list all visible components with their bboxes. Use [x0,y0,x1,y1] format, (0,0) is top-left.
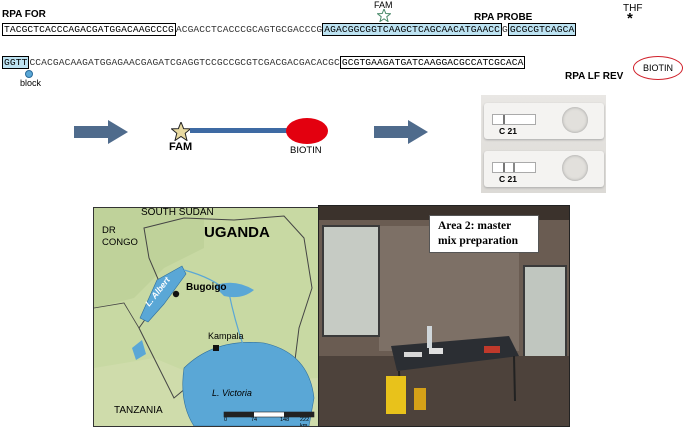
fam-star-icon [377,9,391,22]
strip-label-2: C 21 [499,174,517,184]
control-line-1 [503,115,505,124]
map-label-tanzania: TANZANIA [114,405,163,416]
block-label: block [20,78,42,88]
control-line-2 [503,163,505,172]
biotin-label-diagram: BIOTIN [290,145,322,156]
fam-label-diagram: FAM [169,141,193,153]
map-label-uganda: UGANDA [204,224,270,241]
room-graphic [319,206,569,426]
caption-line-2: mix preparation [438,235,518,247]
biotin-ellipse [286,118,328,144]
scale-tick-0: 0 [224,417,228,423]
uganda-map: SOUTH SUDAN UGANDA DR CONGO Bugoigo Kamp… [93,207,320,427]
map-label-kampala: Kampala [208,331,244,341]
arrow-right-icon-1 [74,120,128,144]
probe-seq: AGACGGCGGTCAAGCTCAGCAACATGAACC [322,23,503,36]
sample-well-1 [562,107,588,133]
map-label-dr: DR [102,225,116,236]
intervening-seq-1: ACGACCTCACCCGCAGTGCGACCCG [175,24,323,35]
strip-window-1 [492,114,536,125]
map-label-south-sudan: SOUTH SUDAN [141,207,214,218]
probe-seq-end: GCGCGTCAGCA [507,23,577,36]
thf-star-mark: * [627,10,633,27]
strip-window-2 [492,162,536,173]
biotin-oval-label: BIOTIN [642,63,673,73]
map-label-bugoigo: Bugoigo [186,282,227,293]
rpa-probe-label: RPA PROBE [474,12,533,23]
rpa-lf-rev-label: RPA LF REV [565,71,624,82]
caption-line-1: Area 2: master [438,220,512,232]
thf-base: G [502,24,508,35]
biotin-oval: BIOTIN [633,56,683,80]
scale-tick-3: 222 km [300,417,310,427]
sample-well-2 [562,155,588,181]
map-label-congo: CONGO [102,237,138,248]
scale-tick-2: 148 [280,417,290,423]
lab-room-photo: Area 2: master mix preparation [318,205,570,427]
probe-tail-seq: GGTT [2,56,30,69]
forward-primer-seq: TACGCTCACCCAGACGATGGACAAGCCCG [2,23,176,36]
area-caption-box: Area 2: master mix preparation [429,215,539,253]
map-graphic [94,208,319,426]
arrow-right-icon-2 [374,120,428,144]
probe-line [190,128,290,133]
block-dot [25,70,33,78]
fam-top-label: FAM [374,0,393,10]
scale-tick-1: 74 [251,417,258,423]
fam-star-icon-diagram [171,122,191,141]
reverse-primer-seq: GCGTGAAGATGATCAAGGACGCCATCGCACA [339,56,526,69]
strip-label-1: C 21 [499,126,517,136]
intervening-seq-2: CCACGACAAGATGGAGAACGAGATCGAGGTCCGCCGCGTC… [29,57,340,68]
test-line-2 [513,163,515,172]
map-label-lake-victoria: L. Victoria [212,388,252,398]
thf-label: THF [623,3,643,14]
strip-cassette-1: C 21 [484,103,604,139]
scale-bar-labels: 0 74 148 222 km [224,417,318,426]
strip-cassette-2: C 21 [484,151,604,187]
rpa-for-label: RPA FOR [2,9,46,20]
lateral-flow-strips-photo: C 21 C 21 [481,95,606,193]
